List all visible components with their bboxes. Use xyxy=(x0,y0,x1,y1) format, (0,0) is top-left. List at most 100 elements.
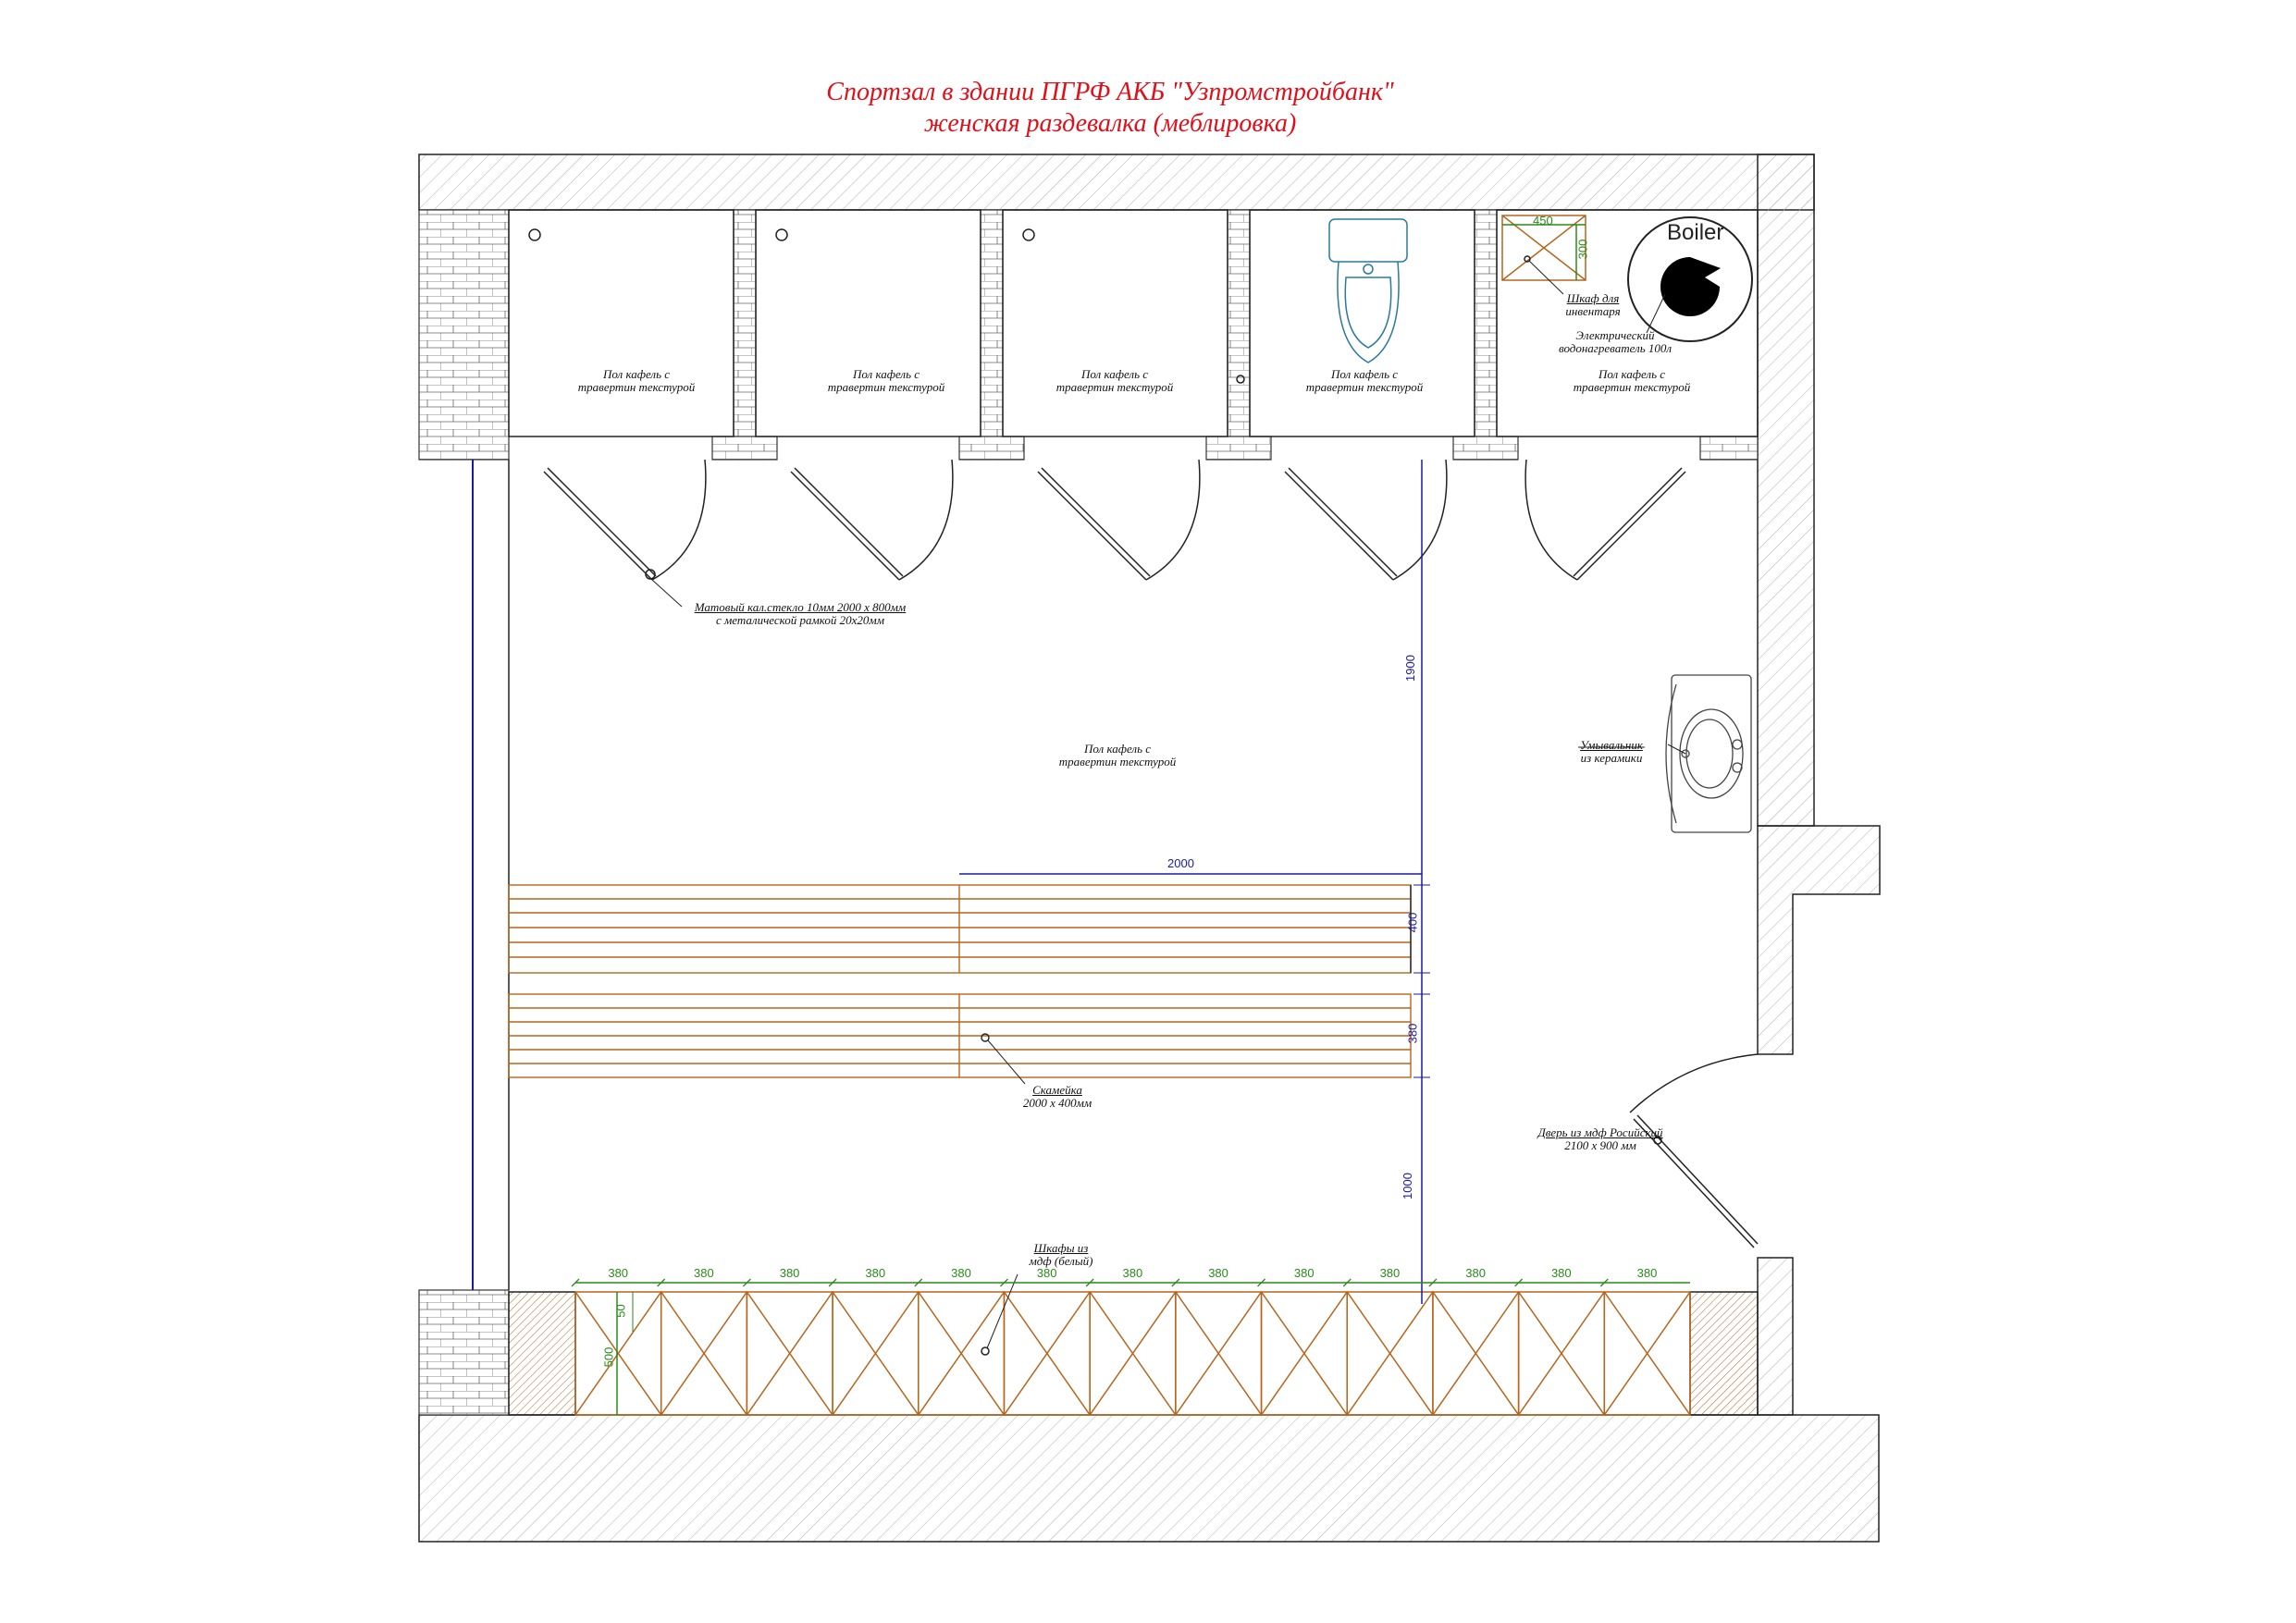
lockers xyxy=(508,1273,1759,1416)
brick-divider-1 xyxy=(733,209,757,437)
brick-left-bottom xyxy=(418,1289,510,1416)
stall-doors xyxy=(543,375,1686,581)
locker-dim-tick xyxy=(1000,1278,1008,1287)
dim-locker-width: 380 xyxy=(1122,1266,1143,1280)
locker-cross xyxy=(574,1291,662,1416)
locker-dim-tick xyxy=(742,1278,751,1287)
brick-stub-3 xyxy=(1205,436,1272,461)
dim-clear-top: 1900 xyxy=(1402,655,1417,682)
locker-dim-tick xyxy=(571,1278,580,1287)
outer-walls xyxy=(418,154,1881,1543)
locker-filler-left xyxy=(508,1291,576,1416)
cubicle-3 xyxy=(1002,209,1228,437)
dim-locker-width: 380 xyxy=(1465,1266,1486,1280)
dim-locker-width: 380 xyxy=(694,1266,714,1280)
dimension-lines xyxy=(575,460,1690,1415)
stall-door-4 xyxy=(1284,459,1448,581)
locker-cross xyxy=(660,1291,747,1416)
dim-locker-width: 380 xyxy=(1208,1266,1228,1280)
sink-icon xyxy=(1665,674,1752,833)
locker-dim-tick xyxy=(1085,1278,1094,1287)
dim-locker-width: 380 xyxy=(951,1266,971,1280)
bench-2 xyxy=(508,993,1412,1078)
dim-locker-width: 380 xyxy=(1293,1266,1315,1280)
dim-clear-bottom: 1000 xyxy=(1400,1173,1414,1199)
inventory-cabinet xyxy=(1501,215,1586,295)
locker-dim-tick xyxy=(1514,1278,1524,1287)
stall-door-1 xyxy=(543,459,707,581)
brick-left-top xyxy=(418,209,510,461)
cubicle-2 xyxy=(755,209,981,437)
boiler-icon xyxy=(1627,216,1753,342)
drain-icon xyxy=(1022,228,1035,241)
drawing-subtitle: женская раздевалка (меблировка) xyxy=(923,109,1297,138)
cubicle-4 xyxy=(1249,209,1475,437)
locker-cross xyxy=(746,1291,833,1416)
locker-dim-tick xyxy=(1342,1278,1352,1287)
dim-locker-depth-1: 50 xyxy=(613,1304,628,1318)
stall-door-3 xyxy=(1037,459,1201,581)
cubicle-5 xyxy=(1496,209,1759,437)
dim-cabinet-depth: 300 xyxy=(1575,239,1590,260)
locker-dim-tick xyxy=(1257,1278,1265,1287)
drain-icon xyxy=(775,228,788,241)
dim-locker-width: 380 xyxy=(1379,1266,1401,1280)
dim-locker-width: 380 xyxy=(779,1266,800,1280)
locker-cross xyxy=(1003,1291,1091,1416)
locker-cross xyxy=(1432,1291,1520,1416)
dim-locker-depth-2: 500 xyxy=(601,1346,616,1368)
bench-1 xyxy=(508,884,1412,974)
toilet-icon xyxy=(1328,218,1408,363)
locker-dim-tick xyxy=(657,1278,666,1287)
dim-bench-width-2: 380 xyxy=(1405,1023,1420,1044)
drawing-title: Спортзал в здании ПГРФ АКБ "Узпромстройб… xyxy=(826,78,1394,106)
cubicles xyxy=(472,209,1759,1290)
benches xyxy=(508,884,1412,1085)
brick-divider-4 xyxy=(1474,209,1498,437)
brick-stub-4 xyxy=(1452,436,1519,461)
locker xyxy=(1603,1291,1691,1416)
brick-divider-2 xyxy=(980,209,1004,437)
dim-locker-width: 380 xyxy=(1036,1266,1057,1280)
dim-bench-width-1: 400 xyxy=(1405,912,1420,933)
brick-stub-1 xyxy=(711,436,778,461)
brick-divider-3 xyxy=(1227,209,1251,437)
locker-cross xyxy=(918,1291,1006,1416)
dim-locker-width: 380 xyxy=(865,1266,886,1280)
locker-dim-tick xyxy=(1428,1278,1438,1287)
locker-cross xyxy=(1175,1291,1263,1416)
locker-cross xyxy=(1518,1291,1605,1416)
stall-door-2 xyxy=(790,459,954,581)
stall-door-5 xyxy=(1524,459,1686,581)
wall-right-upper xyxy=(1757,154,1815,827)
locker-dim-tick xyxy=(914,1278,923,1287)
locker-cross xyxy=(1603,1291,1691,1416)
wall-right-pier xyxy=(1757,825,1881,1055)
wall-top xyxy=(418,154,1815,211)
brick-stub-2 xyxy=(958,436,1025,461)
locker-dim-tick xyxy=(828,1278,837,1287)
dim-locker-width: 380 xyxy=(1550,1266,1572,1280)
brick-stub-5 xyxy=(1699,436,1759,461)
locker-dim-tick xyxy=(1599,1278,1609,1287)
locker-filler-right xyxy=(1689,1291,1759,1416)
entrance-door xyxy=(1629,1053,1759,1248)
wall-bottom xyxy=(418,1414,1880,1543)
dim-cabinet-width: 450 xyxy=(1533,214,1553,227)
dim-locker-width: 380 xyxy=(608,1266,629,1280)
boiler-label: Boiler xyxy=(1667,220,1724,245)
locker-dim-tick xyxy=(1171,1278,1180,1287)
dim-locker-width: 380 xyxy=(1636,1266,1658,1280)
